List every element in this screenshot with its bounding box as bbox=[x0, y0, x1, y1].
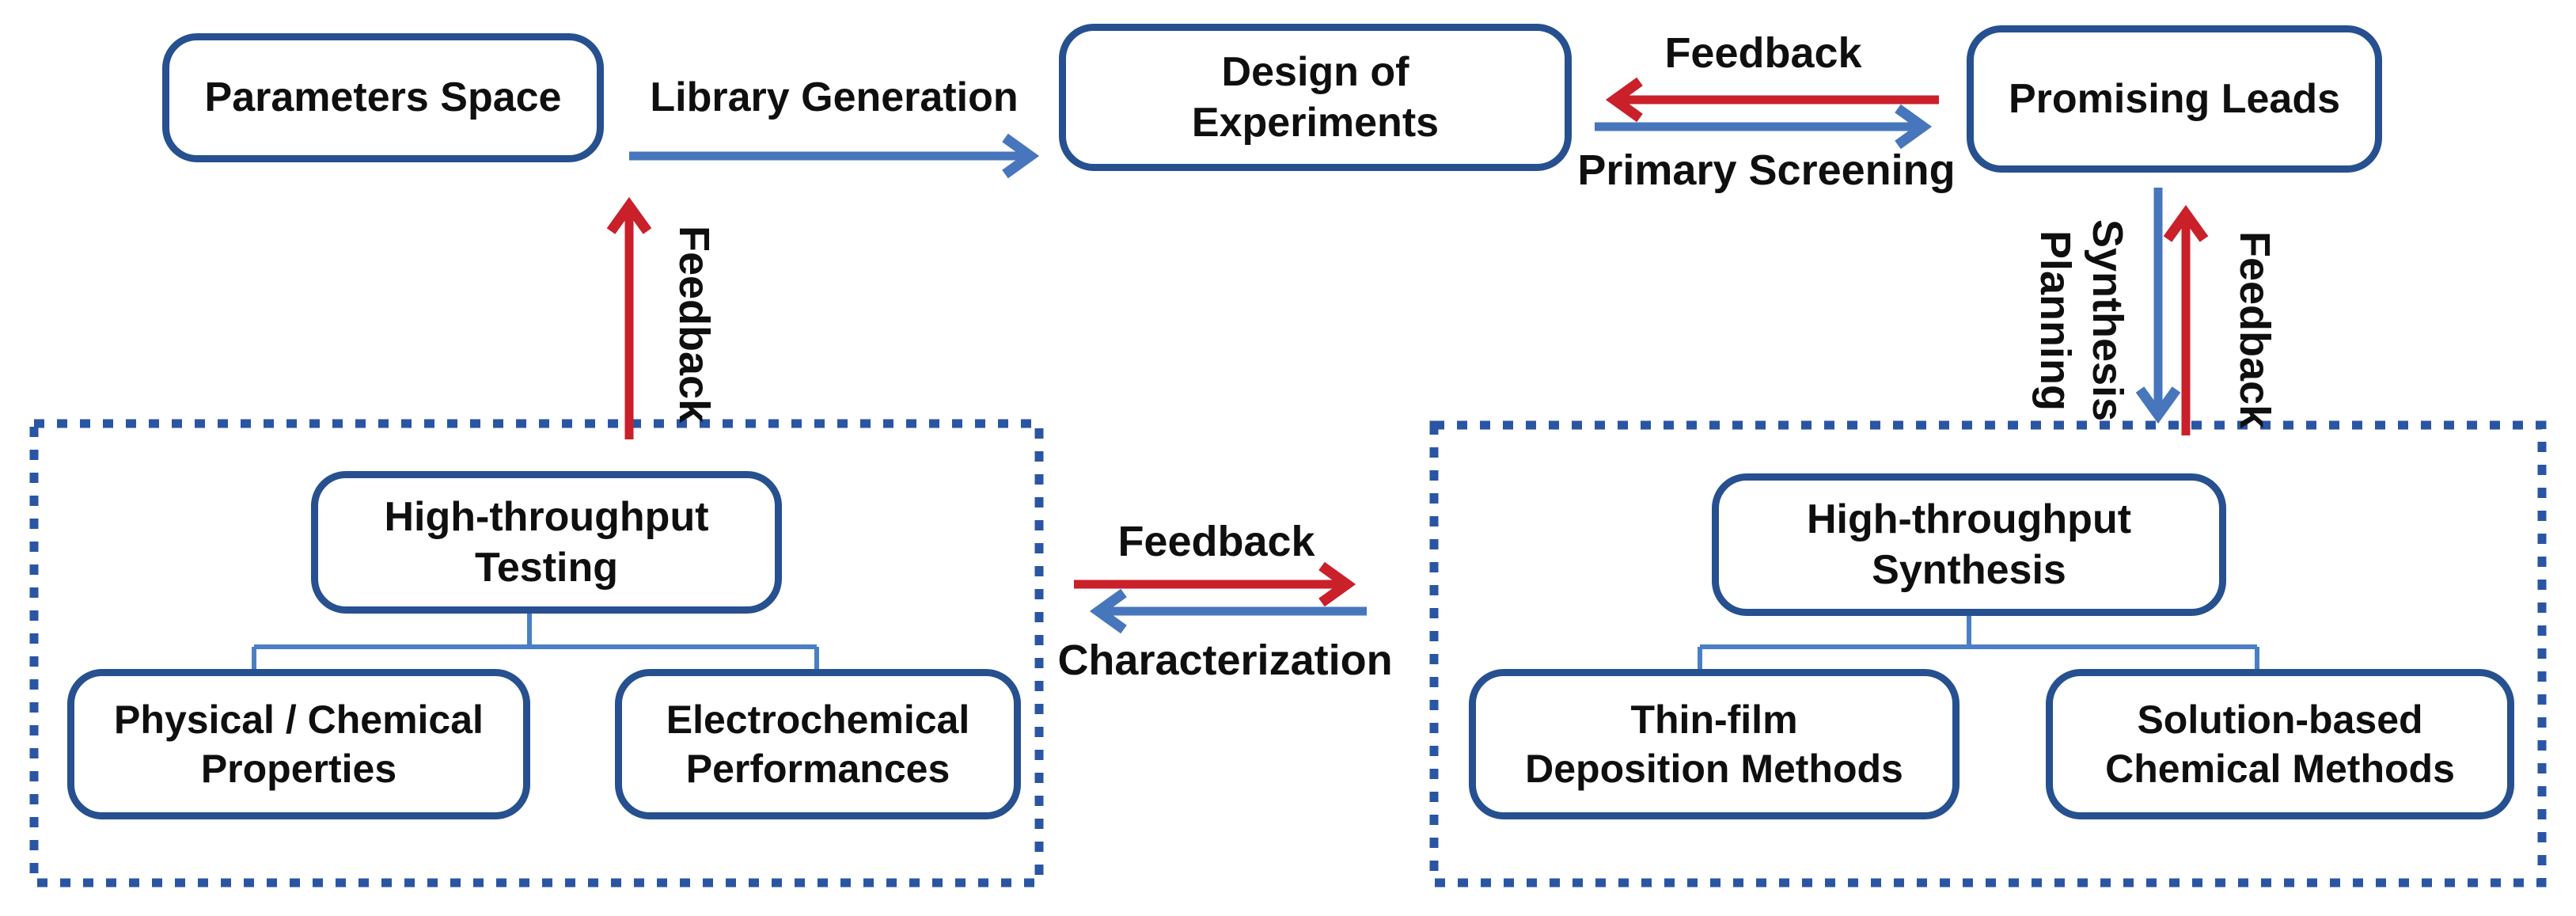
library-generation-label: Library Generation bbox=[650, 74, 1019, 120]
thin-film-line1: Thin-film bbox=[1630, 697, 1798, 742]
electrochemical-line2: Performances bbox=[685, 747, 950, 791]
high-throughput-synthesis-line2: Synthesis bbox=[1872, 547, 2066, 593]
promising-leads-label: Promising Leads bbox=[2009, 75, 2340, 122]
design-of-experiments-line2: Experiments bbox=[1191, 100, 1440, 146]
high-throughput-testing-line2: Testing bbox=[474, 545, 619, 591]
high-throughput-testing-line1: High-throughput bbox=[384, 493, 709, 540]
thin-film-deposition-box: Thin-film Deposition Methods bbox=[1469, 669, 1960, 819]
physical-chemical-line2: Properties bbox=[200, 747, 397, 791]
synthesis-planning-vertical-label: Synthesis Planning bbox=[2028, 190, 2133, 451]
center-feedback-label: Feedback bbox=[1117, 518, 1315, 565]
feedback-top-label: Feedback bbox=[1664, 29, 1862, 77]
solution-based-line1: Solution-based bbox=[2137, 697, 2423, 742]
synthesis-planning-line1: Synthesis bbox=[2083, 219, 2131, 422]
design-of-experiments-box: Design of Experiments bbox=[1059, 24, 1572, 171]
high-throughput-synthesis-line1: High-throughput bbox=[1806, 496, 2132, 542]
electrochemical-line1: Electrochemical bbox=[666, 697, 970, 742]
synthesis-dashed-container bbox=[1429, 420, 2547, 887]
design-of-experiments-line1: Design of bbox=[1221, 48, 1409, 95]
high-throughput-synthesis-box: High-throughput Synthesis bbox=[1712, 473, 2226, 616]
solution-based-line2: Chemical Methods bbox=[2105, 747, 2455, 791]
promising-leads-box: Promising Leads bbox=[1967, 25, 2382, 173]
solution-based-chemical-box: Solution-based Chemical Methods bbox=[2046, 669, 2514, 819]
synthesis-feedback-vertical-label: Feedback bbox=[2230, 231, 2278, 429]
parameters-space-box: Parameters Space bbox=[162, 33, 604, 162]
physical-chemical-properties-box: Physical / Chemical Properties bbox=[67, 669, 530, 819]
high-throughput-testing-box: High-throughput Testing bbox=[311, 471, 782, 614]
testing-tree-connector bbox=[252, 614, 819, 669]
parameters-space-label: Parameters Space bbox=[204, 74, 562, 121]
synthesis-tree-connector bbox=[1698, 616, 2259, 669]
synthesis-planning-line2: Planning bbox=[2031, 230, 2079, 411]
thin-film-line2: Deposition Methods bbox=[1525, 747, 1903, 791]
characterization-label: Characterization bbox=[1057, 637, 1393, 684]
electrochemical-performances-box: Electrochemical Performances bbox=[615, 669, 1021, 819]
testing-feedback-vertical-label: Feedback bbox=[670, 226, 718, 424]
physical-chemical-line1: Physical / Chemical bbox=[114, 697, 484, 742]
primary-screening-label: Primary Screening bbox=[1577, 146, 1956, 194]
